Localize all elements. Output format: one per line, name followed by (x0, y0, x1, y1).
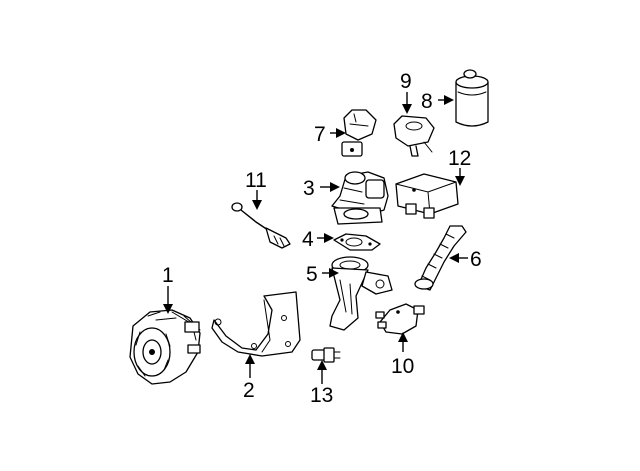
part-8-canister (455, 69, 489, 127)
callout-11: 11 (245, 169, 267, 192)
callout-6: 6 (470, 248, 482, 271)
part-11-sensor (231, 202, 291, 249)
callout-labels: 1 2 3 4 5 6 7 8 9 10 11 12 13 (162, 70, 482, 407)
callout-9: 9 (400, 70, 412, 93)
part-6-hose (414, 225, 467, 291)
part-13-switch (311, 347, 341, 363)
callout-8: 8 (421, 90, 433, 113)
part-9-vacuum-valve (393, 115, 435, 157)
callout-10: 10 (391, 355, 414, 378)
callout-2: 2 (243, 379, 255, 402)
part-5-elbow-valve (329, 256, 393, 331)
part-4-gasket (333, 233, 381, 251)
callout-4: 4 (302, 228, 314, 251)
part-10-coil (375, 303, 425, 335)
part-3-valve (331, 171, 389, 225)
part-1-alternator (129, 309, 201, 385)
callout-13: 13 (310, 384, 333, 407)
callout-leaders (163, 92, 468, 384)
callout-12: 12 (448, 147, 471, 170)
callout-3: 3 (303, 177, 315, 200)
callout-5: 5 (306, 263, 318, 286)
part-7-solenoid (341, 109, 377, 157)
part-2-bracket (211, 291, 301, 357)
callout-7: 7 (314, 123, 326, 146)
callout-1: 1 (162, 264, 174, 287)
part-12-module (395, 173, 459, 219)
